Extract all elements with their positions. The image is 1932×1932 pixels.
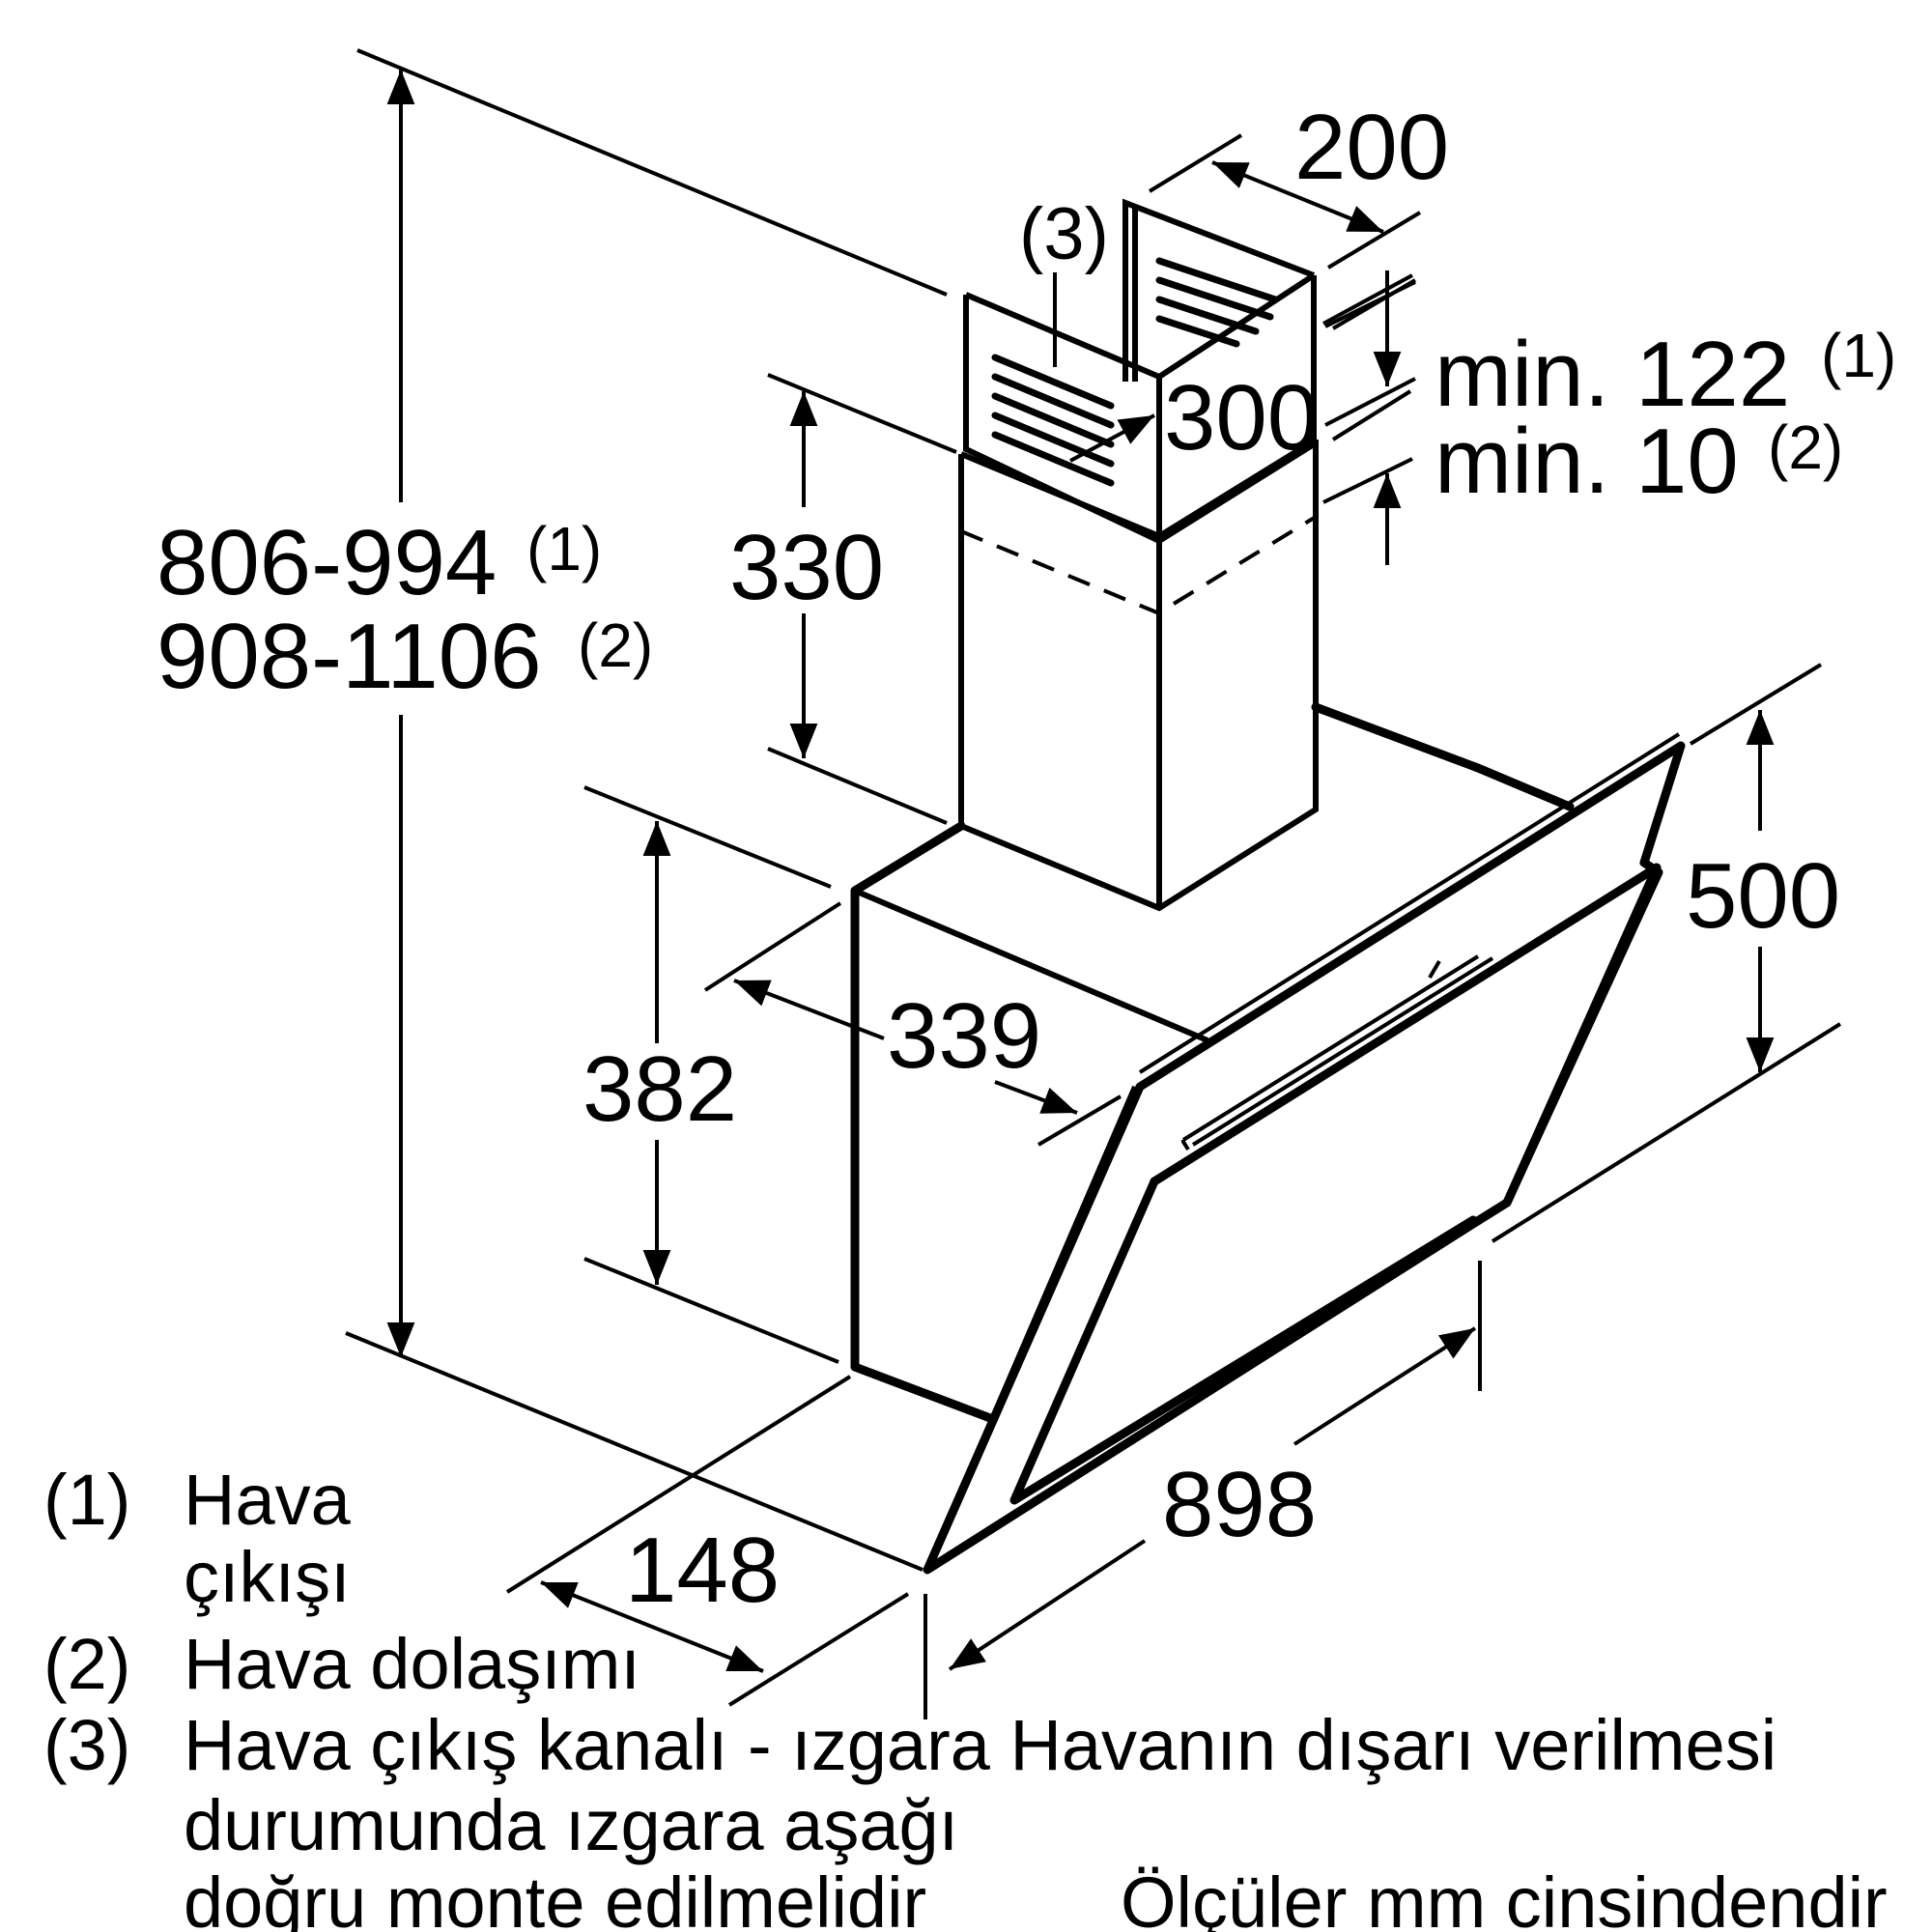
dimension-339: [703, 901, 1122, 1147]
dimension-clearance: [1322, 270, 1417, 565]
dimension-898-label: 898: [1162, 1453, 1317, 1556]
legend-text-3-line-2: durumunda ızgara aşağı: [184, 1785, 958, 1865]
dimension-339-label: 339: [887, 984, 1041, 1088]
min-10-label: min. 10: [1435, 410, 1739, 513]
legend-num-1: (1): [43, 1460, 130, 1540]
dimension-500-label: 500: [1686, 844, 1840, 948]
chimney-lower: [958, 437, 1319, 912]
dimension-500: [1491, 663, 1842, 1243]
dimension-200: [1148, 133, 1422, 270]
dimension-200-label: 200: [1294, 96, 1449, 199]
min-10-ref: (2): [1768, 412, 1843, 482]
dimension-330-label: 330: [729, 516, 884, 619]
dimension-300-label: 300: [1164, 366, 1319, 469]
glass-panel: [923, 732, 1686, 1575]
legend-num-3: (3): [43, 1705, 130, 1785]
total-height-2-label: 908-1106: [156, 605, 542, 708]
legend-text-1-line-2: çıkışı: [184, 1537, 351, 1617]
dimension-total-height: [345, 48, 948, 1572]
min-122-label: min. 122: [1435, 323, 1790, 426]
legend: (1) Hava çıkışı (2) Hava dolaşımı (3) Ha…: [43, 1460, 1776, 1932]
legend-num-2: (2): [43, 1624, 130, 1704]
dimension-382: [583, 785, 839, 1364]
dimension-148-label: 148: [625, 1519, 780, 1622]
units-note: Ölçüler mm cinsindendir: [1121, 1862, 1888, 1932]
legend-text-3-line-3: doğru monte edilmelidir: [184, 1862, 926, 1932]
grille-back-icon: [1155, 257, 1279, 348]
dimension-898: [923, 1261, 1482, 1719]
grille-reference-label: (3): [1019, 193, 1109, 275]
legend-text-3-line-1: Hava çıkış kanalı - ızgara Havanın dışar…: [184, 1705, 1776, 1785]
total-height-1-label: 806-994: [156, 511, 497, 614]
grille-front-icon: [991, 354, 1115, 487]
dimension-330: [767, 373, 957, 825]
dimension-300: [1069, 413, 1155, 463]
hood-body: [850, 702, 1575, 1423]
legend-text-2-line-1: Hava dolaşımı: [184, 1624, 640, 1704]
total-height-2-ref: (2): [578, 611, 653, 680]
dimension-148: [505, 1375, 910, 1707]
legend-text-1-line-1: Hava: [184, 1460, 352, 1540]
total-height-1-ref: (1): [526, 514, 602, 583]
dimension-382-label: 382: [582, 1037, 737, 1141]
min-122-ref: (1): [1821, 321, 1896, 390]
